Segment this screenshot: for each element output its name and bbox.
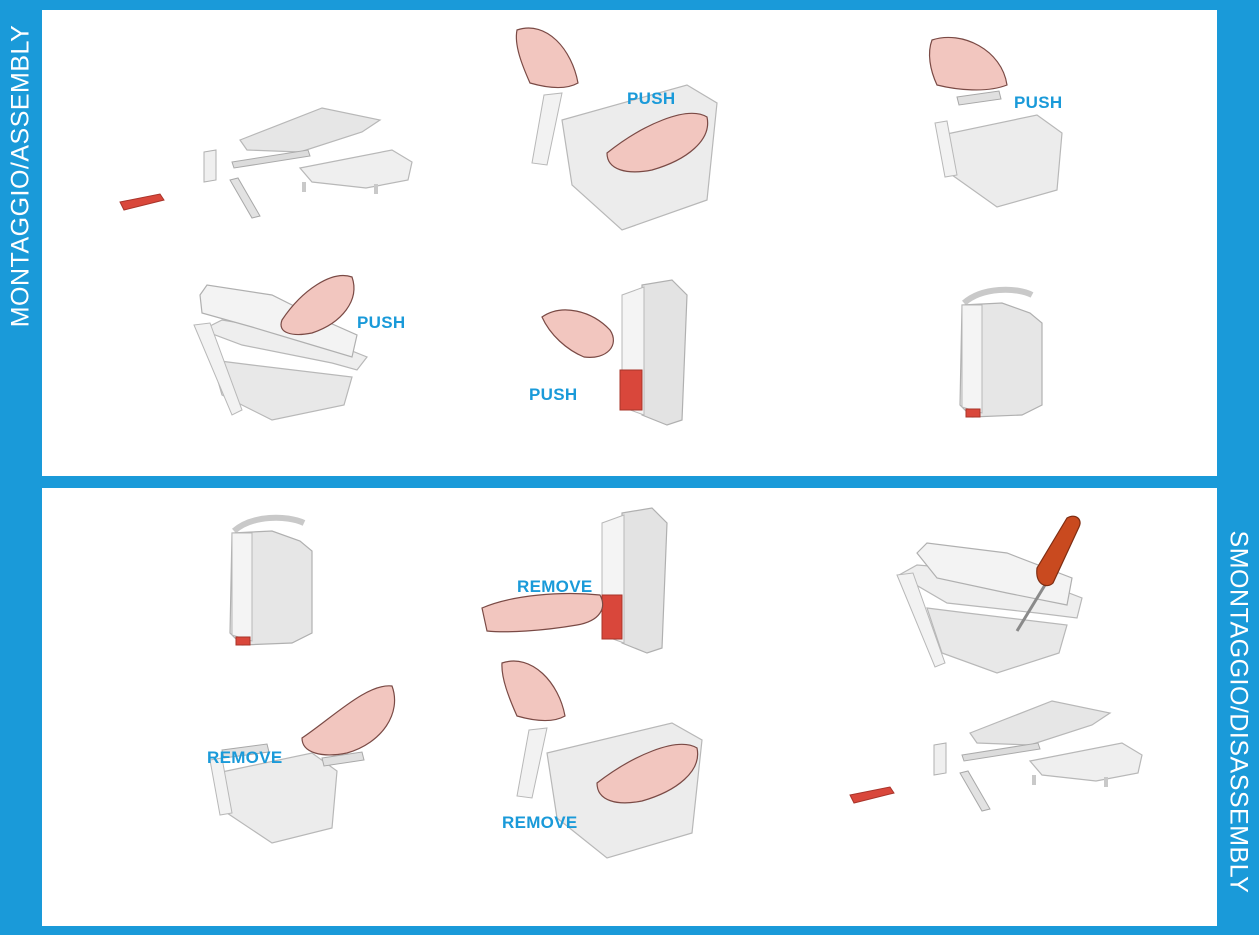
push-callout: PUSH bbox=[357, 313, 406, 332]
hand-icon bbox=[928, 36, 1008, 91]
assembly-step-1-exploded-parts bbox=[112, 100, 413, 240]
assembly-step-6-assembled bbox=[942, 285, 1062, 425]
push-callout: PUSH bbox=[529, 385, 578, 404]
disassembly-section-label: SMONTAGGIO/DISASSEMBLY bbox=[1224, 530, 1253, 894]
push-callout: PUSH bbox=[1014, 93, 1063, 112]
hand-icon bbox=[606, 112, 709, 173]
screwdriver-icon bbox=[1036, 515, 1081, 587]
disassembly-step-6-exploded-parts bbox=[842, 693, 1143, 833]
assembly-panel: PUSH PUSH PUSH PUSH bbox=[42, 10, 1217, 476]
red-clip-icon bbox=[601, 594, 623, 640]
hand-icon bbox=[515, 27, 579, 89]
hand-icon bbox=[301, 685, 396, 756]
disassembly-step-1-assembled bbox=[222, 513, 342, 653]
hand-icon bbox=[501, 660, 566, 722]
remove-callout: REMOVE bbox=[517, 577, 593, 596]
disassembly-step-3-screwdriver bbox=[887, 513, 1127, 693]
red-clip-icon bbox=[965, 408, 981, 418]
hand-icon bbox=[541, 309, 614, 358]
assembly-step-2: PUSH bbox=[502, 25, 762, 235]
disassembly-panel: REMOVE REMOVE REMOVE bbox=[42, 488, 1217, 926]
screwdriver-shaft bbox=[1015, 584, 1047, 632]
red-clip-icon bbox=[235, 636, 251, 646]
assembly-step-3: PUSH bbox=[927, 35, 1157, 210]
hand-icon bbox=[280, 275, 355, 336]
disassembly-step-2: REMOVE bbox=[481, 503, 712, 663]
disassembly-step-4: REMOVE bbox=[192, 668, 422, 844]
exploded-enclosure-illustration bbox=[849, 700, 1143, 812]
remove-callout: REMOVE bbox=[207, 748, 283, 767]
assembly-section-label: MONTAGGIO/ASSEMBLY bbox=[6, 24, 35, 328]
exploded-enclosure-illustration bbox=[119, 107, 413, 219]
red-clip-icon bbox=[619, 369, 643, 411]
hand-icon bbox=[596, 743, 699, 804]
push-callout: PUSH bbox=[627, 89, 676, 108]
assembly-step-5: PUSH bbox=[522, 275, 742, 435]
assembly-step-4: PUSH bbox=[182, 265, 452, 430]
hand-icon bbox=[481, 592, 604, 633]
disassembly-step-5: REMOVE bbox=[487, 658, 747, 859]
remove-callout: REMOVE bbox=[502, 813, 578, 832]
